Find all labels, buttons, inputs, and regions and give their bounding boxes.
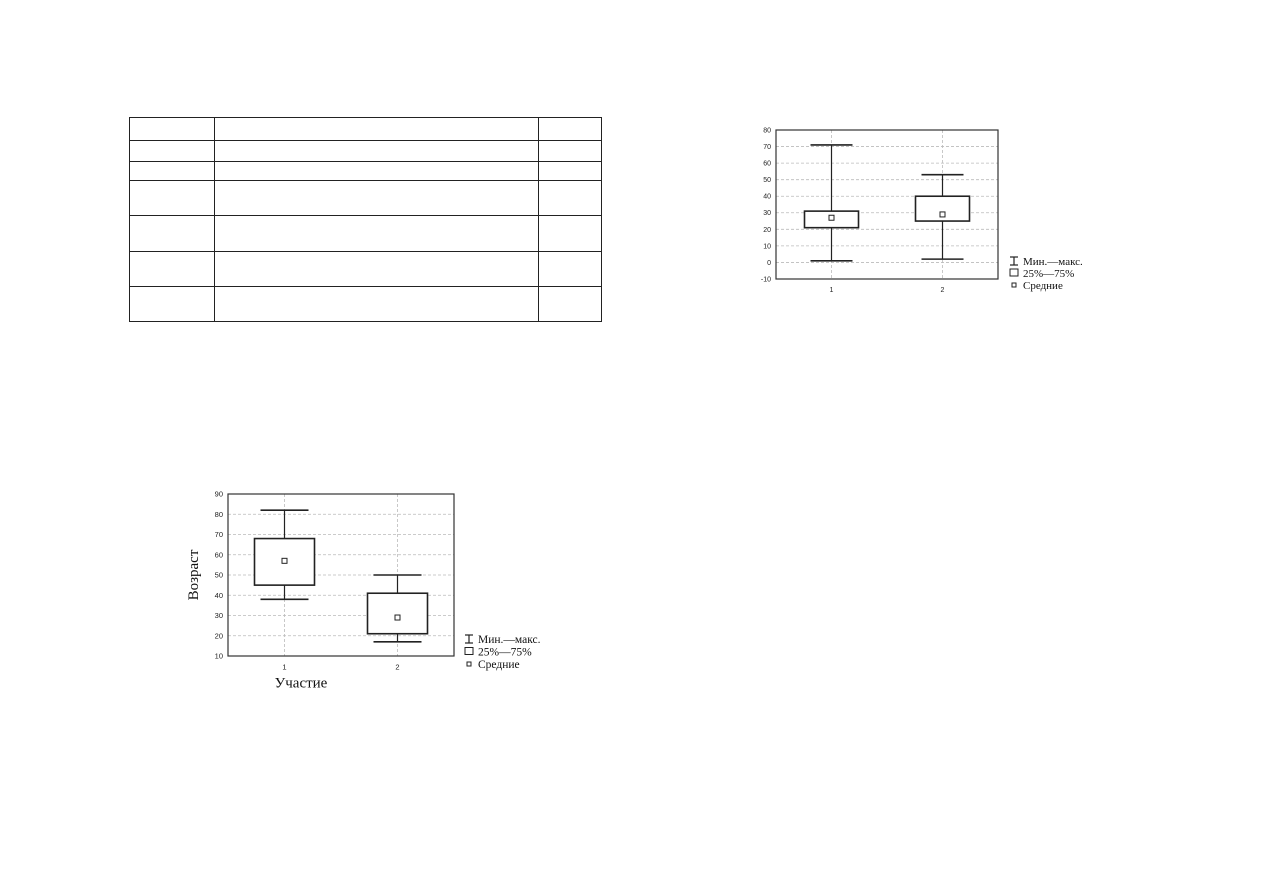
table-cell <box>214 215 539 252</box>
table-cell <box>129 285 215 323</box>
table-cell <box>129 116 215 142</box>
y-tick-label: 40 <box>215 591 223 600</box>
box-iqr <box>366 592 429 635</box>
legend-label: 25%—75% <box>478 647 532 659</box>
table-cell <box>129 215 215 252</box>
mean-marker <box>828 214 835 221</box>
table-cell <box>538 250 602 287</box>
table-row <box>129 250 602 287</box>
table-cell <box>214 161 539 182</box>
y-tick-label: 60 <box>763 161 771 168</box>
box-iqr <box>914 195 971 222</box>
table-cell <box>538 215 602 252</box>
y-tick-label: -10 <box>761 276 771 283</box>
legend-label: Мин.—макс. <box>1023 256 1083 268</box>
table-cell <box>538 140 602 163</box>
table-cell <box>214 140 539 163</box>
legend-label: 25%—75% <box>1023 268 1074 280</box>
mean-marker <box>939 211 946 218</box>
empty-table <box>129 116 602 323</box>
legend-mean-icon <box>1011 282 1017 288</box>
mean-marker <box>281 557 288 564</box>
table-cell <box>538 161 602 182</box>
boxplot-top: -10 0 10 20 30 40 50 60 70 80 1 2 Мин.—макс.25%—75%С… <box>761 127 1083 294</box>
y-tick-label: 80 <box>763 127 771 134</box>
legend-label: Средние <box>478 659 520 671</box>
mean-marker <box>394 614 401 621</box>
y-tick-label: 70 <box>215 530 223 539</box>
table-cell <box>129 140 215 163</box>
y-axis-label: Возраст <box>186 549 202 600</box>
table-cell <box>129 161 215 182</box>
x-tick-label: 2 <box>941 287 945 294</box>
table-cell <box>538 285 602 323</box>
y-tick-label: 20 <box>215 631 223 640</box>
y-tick-label: 20 <box>763 227 771 234</box>
y-tick-label: 10 <box>215 652 223 661</box>
y-tick-label: 40 <box>763 194 771 201</box>
table-row <box>129 215 602 252</box>
table-cell <box>129 250 215 287</box>
table-row <box>129 285 602 323</box>
y-tick-label: 30 <box>215 611 223 620</box>
legend-box-icon <box>1009 268 1019 277</box>
table-cell <box>538 180 602 217</box>
x-tick-label: 2 <box>395 663 399 672</box>
y-tick-label: 50 <box>215 571 223 580</box>
table-row <box>129 161 602 182</box>
y-tick-label: 90 <box>215 490 223 499</box>
table-cell <box>214 285 539 323</box>
legend-label: Мин.—макс. <box>478 634 541 646</box>
table-row <box>129 116 602 142</box>
table-cell <box>214 250 539 287</box>
legend-box-icon <box>464 647 474 655</box>
y-tick-label: 30 <box>763 210 771 217</box>
y-tick-label: 0 <box>767 260 771 267</box>
table-row <box>129 140 602 163</box>
legend-label: Средние <box>1023 280 1063 292</box>
y-tick-label: 70 <box>763 144 771 151</box>
y-tick-label: 10 <box>763 243 771 250</box>
x-axis-label: Участие <box>275 676 328 692</box>
table-row <box>129 180 602 217</box>
y-tick-label: 60 <box>215 550 223 559</box>
y-tick-label: 50 <box>763 177 771 184</box>
plot-frame <box>775 129 999 280</box>
table-cell <box>214 116 539 142</box>
plot-frame <box>227 493 455 657</box>
legend-mean-icon <box>466 661 472 667</box>
x-tick-label: 1 <box>282 663 286 672</box>
table-cell <box>214 180 539 217</box>
table-cell <box>538 116 602 142</box>
x-tick-label: 1 <box>830 287 834 294</box>
table-cell <box>129 180 215 217</box>
y-tick-label: 80 <box>215 510 223 519</box>
